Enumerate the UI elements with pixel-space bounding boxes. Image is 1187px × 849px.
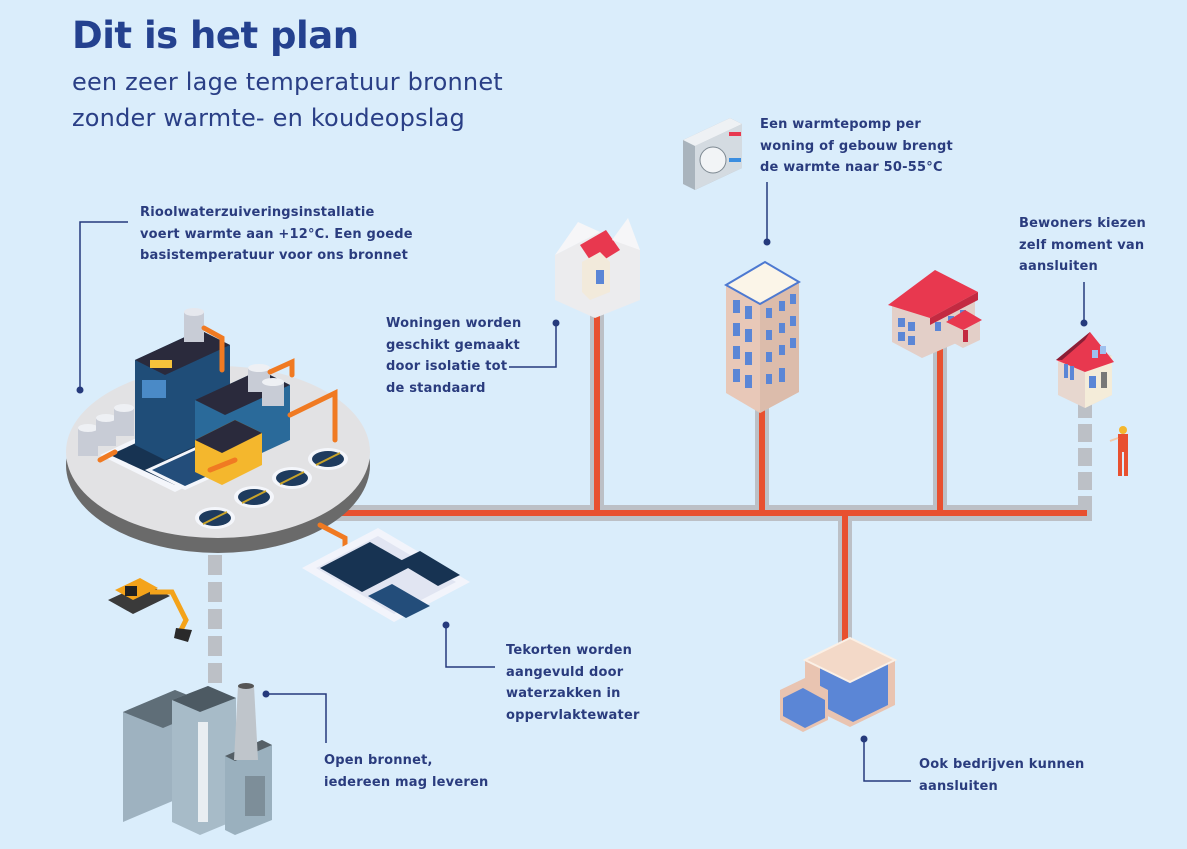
treatment-plant-illustration	[66, 308, 370, 558]
pipe-apartment	[759, 408, 765, 515]
worker-illustration	[1109, 426, 1128, 476]
callout-line: oppervlaktewater	[506, 707, 640, 723]
callout-insulation: Woningen worden geschikt gemaakt door is…	[386, 313, 521, 399]
callout-line: aangevuld door	[506, 664, 624, 680]
callout-line: iedereen mag leveren	[324, 774, 489, 790]
leader-treatment-plant	[79, 221, 128, 390]
callout-line: aansluiten	[919, 778, 998, 794]
villa-illustration	[888, 270, 982, 358]
open-network-dashed	[208, 555, 222, 683]
callout-line: Ook bedrijven kunnen	[919, 757, 1085, 772]
callout-line: voert warmte aan +12°C. Een goede	[140, 226, 413, 242]
callout-line: Bewoners kiezen	[1019, 216, 1146, 231]
main-pipe	[330, 510, 1087, 516]
callout-line: door isolatie tot	[386, 359, 508, 374]
page-title: Dit is het plan	[72, 14, 359, 57]
callout-treatment-plant: Rioolwaterzuiveringsinstallatie voert wa…	[140, 202, 413, 267]
renovated-house-illustration	[555, 218, 640, 318]
callout-heat-pump: Een warmtepomp per woning of gebouw bren…	[760, 114, 953, 179]
callout-shortfall: Tekorten worden aangevuld door waterzakk…	[506, 640, 640, 726]
callout-residents: Bewoners kiezen zelf moment van aansluit…	[1019, 213, 1146, 278]
callout-line: de warmte naar 50-55°C	[760, 160, 943, 175]
callout-line: Een warmtepomp per	[760, 117, 921, 132]
excavator-illustration	[108, 578, 192, 642]
office-building-illustration	[780, 636, 898, 732]
callout-line: Rioolwaterzuiveringsinstallatie	[140, 205, 375, 220]
callout-line: de standaard	[386, 380, 486, 396]
pipe-network	[208, 312, 1092, 683]
leader-open-network	[266, 693, 327, 743]
callout-line: Woningen worden	[386, 316, 522, 331]
callout-line: woning of gebouw brengt	[760, 138, 953, 154]
callout-line: basistemperatuur voor ons bronnet	[140, 248, 409, 263]
leader-shortfall	[445, 625, 495, 668]
pipe-renovated-house	[594, 315, 600, 515]
heat-pump-illustration	[683, 118, 742, 190]
callout-line: zelf moment van	[1019, 237, 1145, 253]
leader-dots	[76, 238, 1088, 743]
page-subtitle: een zeer lage temperatuur bronnet zonder…	[72, 64, 503, 136]
pipe-villa	[937, 342, 943, 515]
callout-line: aansluiten	[1019, 259, 1098, 274]
factory-illustration	[123, 683, 272, 835]
pipe-office	[842, 515, 848, 655]
callout-line: geschikt gemaakt	[386, 337, 520, 353]
subtitle-line: een zeer lage temperatuur bronnet	[72, 68, 503, 96]
future-connection-dashed	[1078, 402, 1092, 508]
leader-lines	[79, 182, 1085, 782]
callout-line: waterzakken in	[506, 686, 621, 701]
callout-businesses: Ook bedrijven kunnen aansluiten	[919, 754, 1084, 797]
leader-businesses	[863, 739, 911, 782]
subtitle-line: zonder warmte- en koudeopslag	[72, 104, 465, 132]
callout-open-network: Open bronnet, iedereen mag leveren	[324, 750, 488, 793]
small-house-illustration	[1056, 332, 1114, 408]
callout-line: Tekorten worden	[506, 643, 633, 658]
apartment-building-illustration	[723, 260, 802, 413]
leader-insulation	[509, 323, 557, 368]
surface-water-basins-illustration	[302, 528, 470, 622]
callout-line: Open bronnet,	[324, 753, 433, 768]
